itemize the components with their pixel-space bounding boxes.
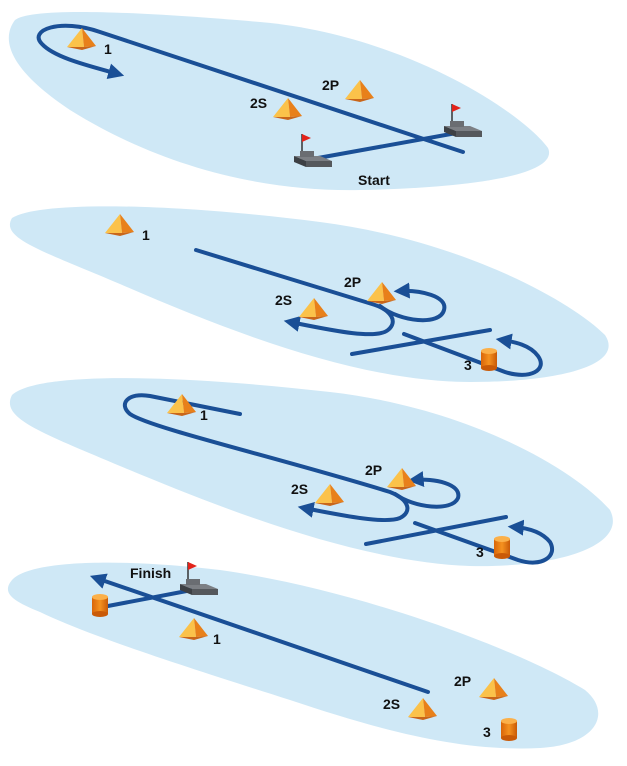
- water-area: [9, 206, 609, 382]
- panel-beat-reach: 1 2P 2S 3: [9, 206, 609, 382]
- mark-3-label: 3: [483, 724, 491, 740]
- mark-2p-label: 2P: [344, 274, 361, 290]
- mark-2p-label: 2P: [454, 673, 471, 689]
- mark-1-label: 1: [142, 227, 150, 243]
- mark-2s-label: 2S: [275, 292, 292, 308]
- finish-label: Finish: [130, 565, 171, 581]
- mark-2p-label: 2P: [322, 77, 339, 93]
- finish-line: [106, 588, 194, 608]
- panel-finish: Finish 1 2P 2S 3: [7, 561, 599, 749]
- water-area: [7, 562, 599, 749]
- mark-2s-label: 2S: [250, 95, 267, 111]
- water-area: [9, 378, 613, 567]
- course-line: [393, 471, 461, 509]
- mark-3-label: 3: [464, 357, 472, 373]
- start-line: [316, 130, 464, 160]
- course-line: [402, 332, 543, 377]
- mark-3-cylinder: [494, 536, 510, 559]
- mark-3-cylinder: [481, 348, 497, 371]
- water-area: [8, 11, 550, 191]
- mark-1-label: 1: [104, 41, 112, 57]
- mark-2s-label: 2S: [383, 696, 400, 712]
- start-label: Start: [358, 172, 390, 188]
- mark-3-label: 3: [476, 544, 484, 560]
- mark-1-label: 1: [200, 407, 208, 423]
- mark-3-finish-cylinder: [92, 594, 108, 617]
- course-line: [122, 393, 410, 523]
- mark-3-cylinder: [501, 718, 517, 741]
- mark-2s-label: 2S: [291, 481, 308, 497]
- mark-1-label: 1: [213, 631, 221, 647]
- course-line: [413, 519, 554, 565]
- course-line: [378, 282, 447, 323]
- panel-start: 1 2P 2S Start: [8, 11, 550, 191]
- panel-second-lap: 1 2P 2S 3: [9, 378, 613, 567]
- mark-2p-label: 2P: [365, 462, 382, 478]
- course-line: [36, 23, 465, 154]
